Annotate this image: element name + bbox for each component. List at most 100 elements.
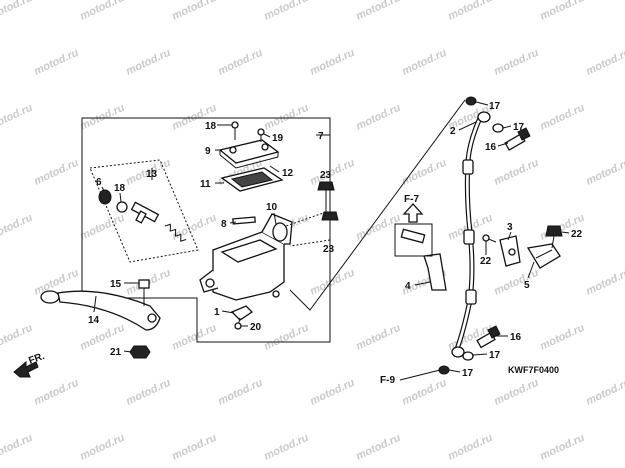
- circlip-18: [116, 201, 128, 213]
- piston: [130, 201, 160, 224]
- banjo-top: [477, 111, 491, 123]
- master-cylinder-body: [199, 213, 293, 301]
- watermark-text: motod.ru: [446, 0, 495, 23]
- callout-5: 5: [524, 280, 530, 291]
- watermark-text: motod.ru: [492, 47, 541, 78]
- watermark-text: motod.ru: [262, 322, 311, 353]
- reservoir-cap: [218, 139, 280, 169]
- watermark-text: motod.ru: [170, 432, 219, 463]
- watermark-text: motod.ru: [0, 0, 35, 23]
- callout-20: 20: [250, 322, 262, 333]
- washer-17a: [465, 96, 477, 106]
- watermark-text: motod.ru: [170, 0, 219, 23]
- watermark-text: motod.ru: [32, 377, 81, 408]
- watermark-text: motod.ru: [538, 322, 587, 353]
- watermark-text: motod.ru: [492, 377, 541, 408]
- watermark-text: motod.ru: [124, 377, 173, 408]
- watermark-text: motod.ru: [446, 432, 495, 463]
- washer-17d: [438, 365, 450, 375]
- leader-lines: [93, 101, 570, 373]
- callout-15: 15: [110, 279, 122, 290]
- watermark-text: motod.ru: [262, 432, 311, 463]
- piston-boot-6: [98, 189, 112, 205]
- watermark-text: motod.ru: [78, 0, 127, 23]
- callout-8: 8: [221, 219, 227, 230]
- watermark-text: motod.ru: [262, 0, 311, 23]
- brake-switch-1: [230, 305, 254, 327]
- brake-hose-2: [453, 116, 483, 353]
- callout-13: 13: [146, 169, 158, 180]
- watermark-text: motod.ru: [538, 0, 587, 23]
- watermark-text: motod.ru: [308, 377, 357, 408]
- callout-4: 4: [405, 281, 411, 292]
- callout-21: 21: [110, 347, 122, 358]
- callout-17b: 17: [513, 122, 525, 133]
- watermark-text: motod.ru: [584, 377, 625, 408]
- callout-18: 18: [205, 121, 217, 132]
- front-arrow-icon: [13, 360, 39, 378]
- ref-f7: F-7: [404, 194, 419, 205]
- watermark-text: motod.ru: [170, 212, 219, 243]
- callout-3: 3: [507, 222, 513, 233]
- watermark-text: motod.ru: [584, 47, 625, 78]
- watermark-text: motod.ru: [124, 47, 173, 78]
- watermark-text: motod.ru: [354, 322, 403, 353]
- callout-16b: 16: [510, 332, 522, 343]
- watermark-text: motod.ru: [32, 157, 81, 188]
- watermark-text: motod.ru: [538, 102, 587, 133]
- callout-14: 14: [88, 315, 100, 326]
- switch-screw-20: [234, 322, 242, 330]
- callout-12: 12: [282, 168, 294, 179]
- washer-17c: [462, 351, 474, 361]
- watermark-text: motod.ru: [584, 157, 625, 188]
- watermark-text: motod.ru: [216, 47, 265, 78]
- bolt-leader-b: [289, 239, 331, 247]
- watermark-text: motod.ru: [170, 322, 219, 353]
- watermark-text: motod.ru: [354, 432, 403, 463]
- watermark-text: motod.ru: [308, 267, 357, 298]
- cap-screw-19: [257, 128, 265, 142]
- watermark-text: motod.ru: [400, 47, 449, 78]
- watermark-text: motod.ru: [354, 0, 403, 23]
- callout-7: 7: [318, 131, 324, 142]
- diagram-code: KWF7F0400: [508, 365, 559, 375]
- bolt-23b: [321, 211, 339, 240]
- callout-17c: 17: [489, 350, 501, 361]
- banjo-bolt-16a: [504, 127, 531, 151]
- watermark-text: motod.ru: [262, 102, 311, 133]
- watermark-text: motod.ru: [78, 102, 127, 133]
- f7-bolt: [400, 228, 426, 244]
- bolt-23a: [317, 181, 335, 212]
- watermark-text: motod.ru: [216, 377, 265, 408]
- callout-23b: 23: [323, 244, 335, 255]
- callout-2: 2: [450, 126, 456, 137]
- callout-6: 6: [96, 177, 102, 188]
- banjo-bottom: [451, 346, 465, 358]
- brake-lever-14: [40, 290, 161, 331]
- callout-19: 19: [272, 133, 284, 144]
- guide-5: [526, 243, 561, 269]
- callout-23a: 23: [320, 170, 332, 181]
- f7-box: [394, 223, 433, 257]
- watermark-text: motod.ru: [308, 47, 357, 78]
- callout-1: 1: [214, 307, 220, 318]
- watermark-text: motod.ru: [400, 377, 449, 408]
- washer-17b: [492, 123, 504, 133]
- callout-17a: 17: [489, 101, 501, 112]
- watermark-text: motod.ru: [538, 432, 587, 463]
- bolt-8: [232, 216, 256, 225]
- callout-16a: 16: [485, 142, 497, 153]
- callout-18b: 18: [114, 183, 126, 194]
- f7-arrow-icon: [402, 203, 424, 223]
- cap-screw-18: [231, 121, 239, 140]
- watermark-text: motod.ru: [584, 267, 625, 298]
- ref-front: FR.: [27, 351, 46, 367]
- clamp-bolt-22a: [482, 234, 497, 243]
- hose-bracket-4: [423, 253, 447, 291]
- f9-leader: [399, 369, 441, 381]
- watermark-text: motod.ru: [400, 157, 449, 188]
- lever-bolt-15: [138, 279, 150, 306]
- callout-17d: 17: [462, 368, 474, 379]
